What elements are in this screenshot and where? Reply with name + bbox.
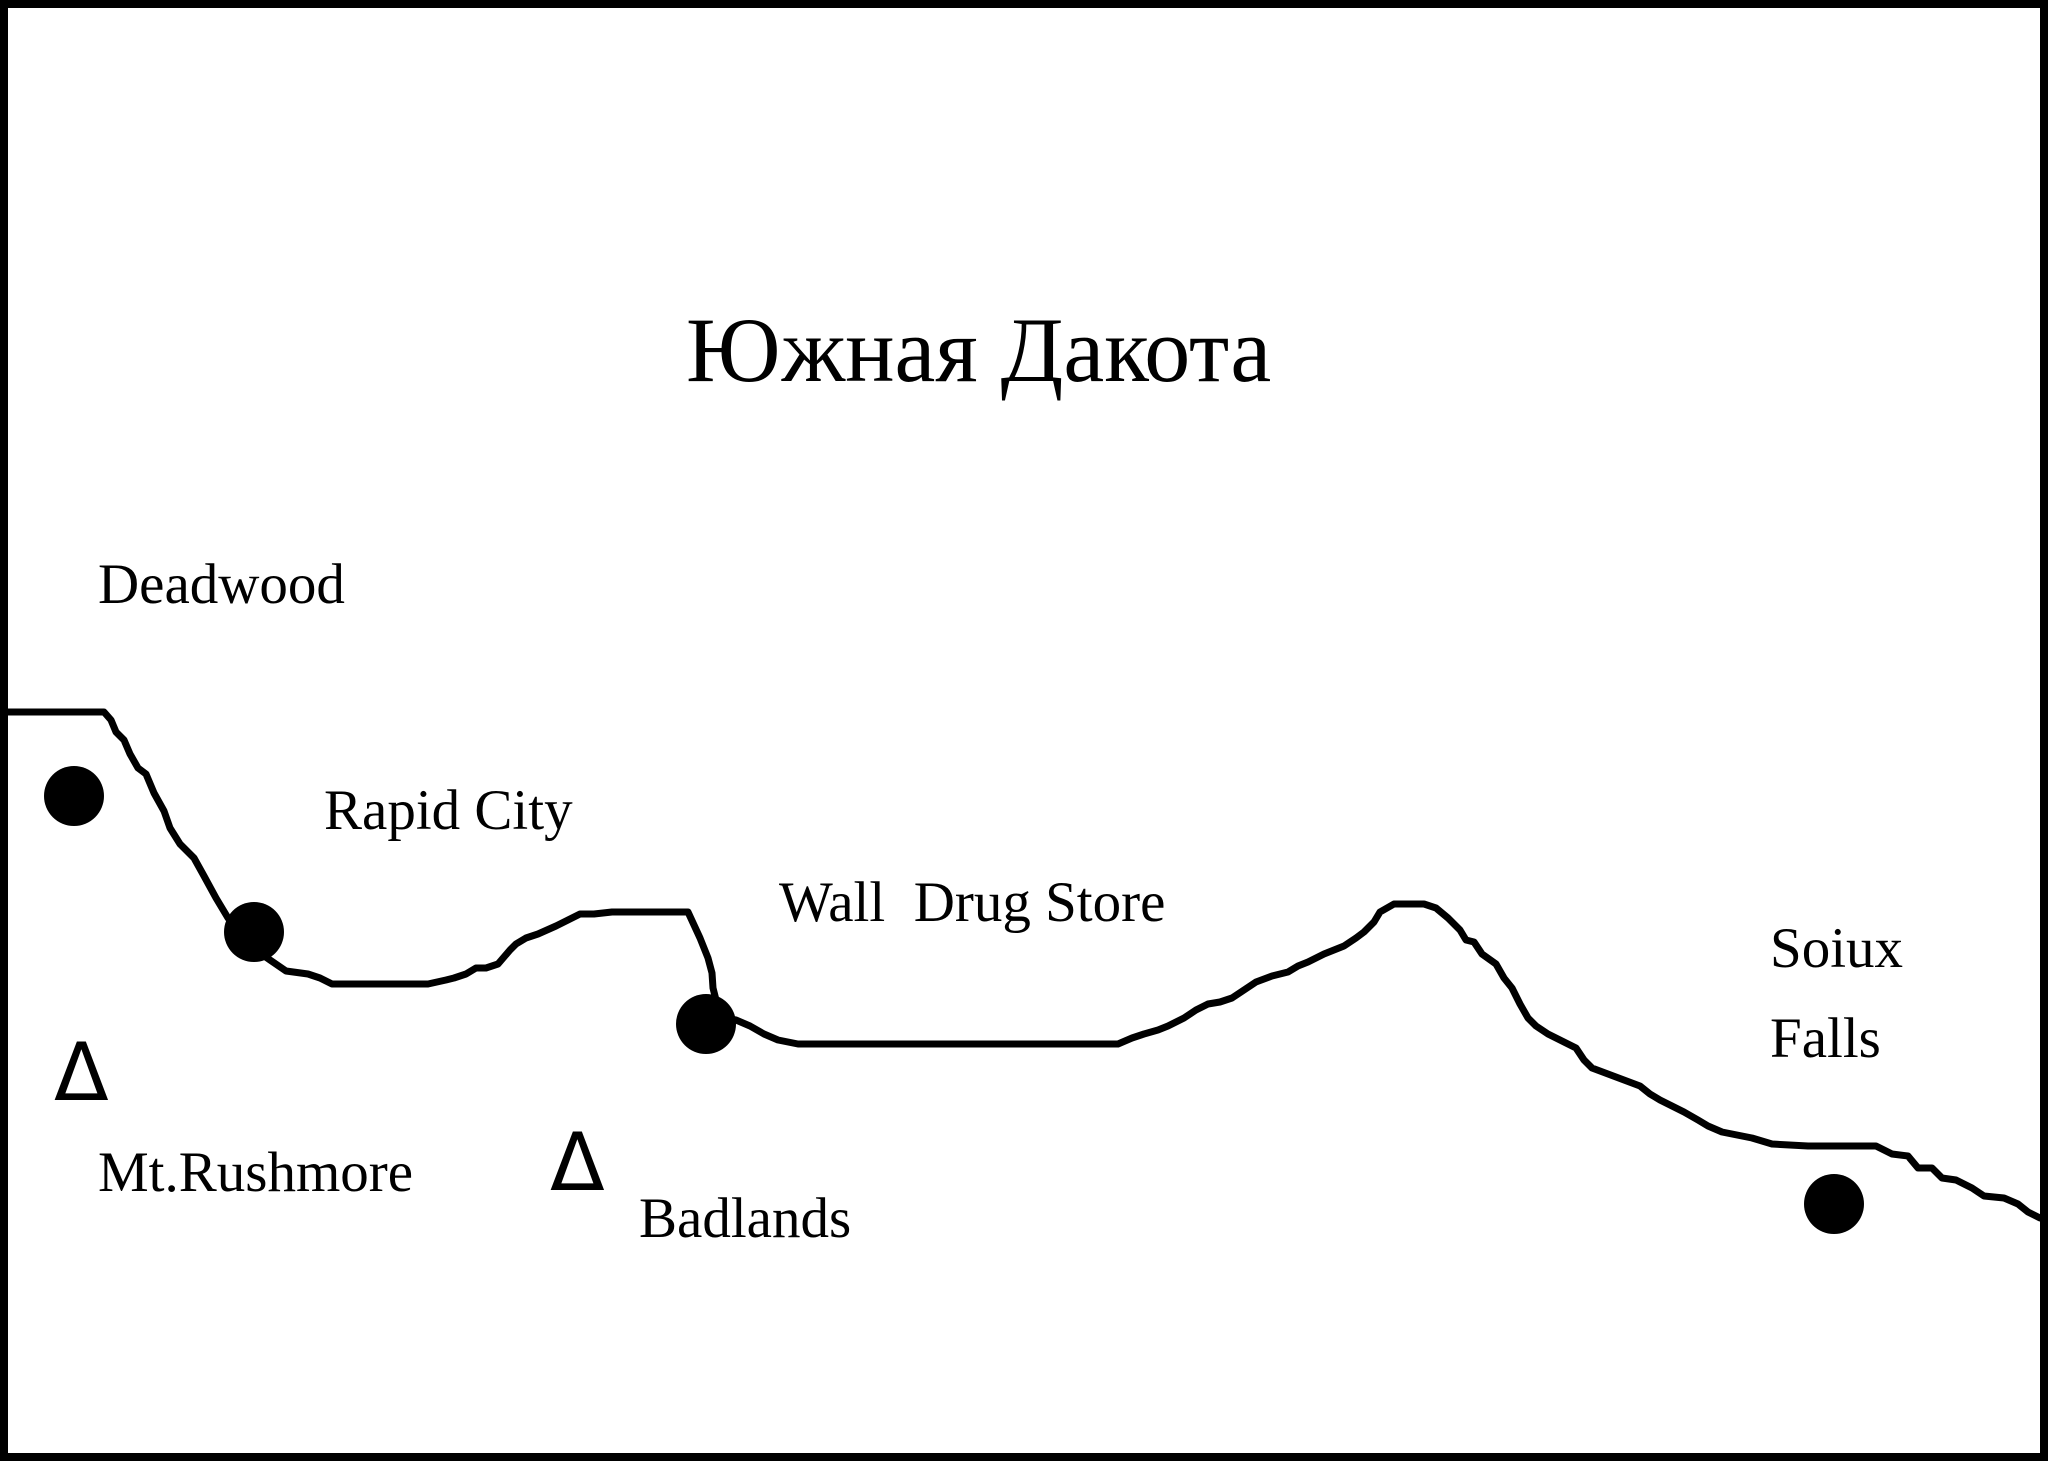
city-dot-wall-drug-store [676, 994, 736, 1054]
map-title: Южная Дакота [686, 299, 1272, 401]
city-dot-deadwood [44, 766, 104, 826]
place-label-wall-drug-store: Wall Drug Store [779, 871, 1166, 934]
place-label-soiux: Soiux [1770, 917, 1904, 980]
landmark-triangle-icon-mt-rushmore: Δ [54, 1026, 109, 1119]
landmark-triangle-icon-badlands: Δ [550, 1116, 605, 1209]
city-dot-soiux-falls [1804, 1174, 1864, 1234]
place-label-falls: Falls [1770, 1007, 1881, 1070]
place-label-rapid-city: Rapid City [324, 779, 573, 842]
map-drawing [8, 708, 2040, 1234]
place-label-mt-rushmore: Mt.Rushmore [98, 1141, 414, 1204]
route-road [8, 708, 2040, 1222]
place-label-badlands: Badlands [639, 1187, 852, 1250]
place-label-deadwood: Deadwood [98, 553, 345, 616]
city-dot-rapid-city [224, 902, 284, 962]
